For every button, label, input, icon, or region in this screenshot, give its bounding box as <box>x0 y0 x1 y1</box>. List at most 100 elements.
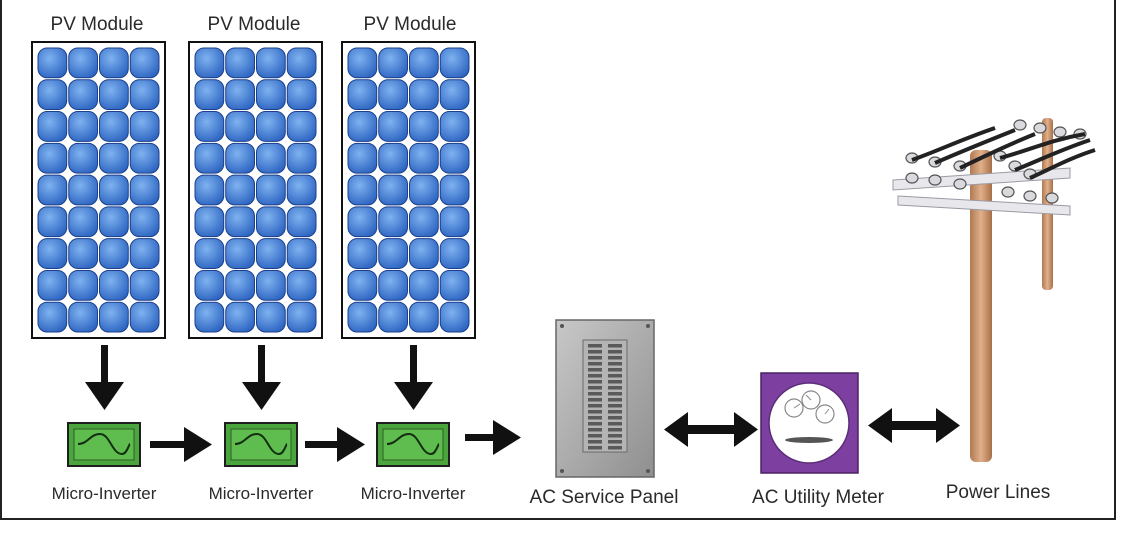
solar-cell <box>347 47 378 79</box>
breaker-slot <box>588 398 602 402</box>
solar-cell <box>194 301 225 333</box>
solar-cell <box>378 269 408 301</box>
insulator <box>1033 122 1047 134</box>
breaker-slot <box>608 440 622 444</box>
solar-cell <box>37 206 68 238</box>
solar-cell <box>347 238 378 269</box>
insulator <box>1053 126 1067 138</box>
breaker-slots <box>588 344 622 450</box>
breaker-slot <box>608 350 622 354</box>
breaker-slot <box>588 350 602 354</box>
right-arrow-3 <box>465 420 521 455</box>
solar-cell <box>286 301 317 333</box>
solar-cell <box>256 206 286 238</box>
solar-cell <box>256 142 286 174</box>
solar-cell <box>68 111 98 142</box>
solar-cell <box>439 301 470 333</box>
breaker-slot <box>588 374 602 378</box>
double-arrow-panel-meter <box>664 412 758 447</box>
breaker-slot <box>608 434 622 438</box>
insulator <box>1001 186 1015 198</box>
breaker-slot <box>588 446 602 450</box>
solar-cell <box>286 269 317 301</box>
insulator <box>905 172 919 184</box>
breaker-slot <box>588 380 602 384</box>
solar-cell <box>194 111 225 142</box>
solar-cell <box>99 206 129 238</box>
solar-cell <box>256 79 286 111</box>
solar-cell <box>68 142 98 174</box>
down-arrow-1 <box>85 345 124 410</box>
solar-cell <box>378 174 408 206</box>
solar-cell <box>129 238 160 269</box>
solar-cell <box>378 79 408 111</box>
breaker-slot <box>608 410 622 414</box>
breaker-slot <box>608 368 622 372</box>
pv-module-group <box>31 41 476 339</box>
solar-cell <box>256 238 286 269</box>
solar-cell <box>225 174 255 206</box>
solar-cell <box>378 206 408 238</box>
solar-cell <box>256 47 286 79</box>
solar-cell <box>68 301 98 333</box>
solar-cell <box>99 269 129 301</box>
breaker-slot <box>608 404 622 408</box>
solar-cell <box>129 301 160 333</box>
right-arrows <box>150 420 521 462</box>
solar-cell <box>225 206 255 238</box>
solar-cell <box>194 269 225 301</box>
solar-cell <box>286 79 317 111</box>
solar-cell <box>129 142 160 174</box>
solar-cell <box>286 142 317 174</box>
ac-utility-meter-label: AC Utility Meter <box>752 487 885 508</box>
solar-cell <box>286 111 317 142</box>
solar-cell <box>347 174 378 206</box>
solar-cell <box>129 79 160 111</box>
solar-cell <box>99 142 129 174</box>
micro-inverter-label-3: Micro-Inverter <box>361 484 466 503</box>
breaker-slot <box>588 386 602 390</box>
solar-cell <box>409 79 439 111</box>
solar-cell <box>37 269 68 301</box>
pv-module-label-2: PV Module <box>208 14 301 35</box>
breaker-slot <box>588 368 602 372</box>
breaker-slot <box>588 434 602 438</box>
solar-cell <box>439 269 470 301</box>
solar-cell <box>439 206 470 238</box>
breaker-slot <box>608 446 622 450</box>
solar-cell <box>409 111 439 142</box>
insulator <box>928 174 942 186</box>
breaker-slot <box>588 422 602 426</box>
solar-cell <box>439 238 470 269</box>
ac-utility-meter <box>760 372 859 474</box>
micro-inverter-3 <box>376 422 450 467</box>
solar-cell <box>378 142 408 174</box>
micro-inverter-label-2: Micro-Inverter <box>209 484 314 503</box>
solar-cell <box>68 206 98 238</box>
solar-cell <box>99 111 129 142</box>
breaker-slot <box>608 344 622 348</box>
micro-inverter-label-1: Micro-Inverter <box>52 484 157 503</box>
breaker-slot <box>608 398 622 402</box>
meter-dial-icon <box>801 390 821 410</box>
solar-cell <box>409 301 439 333</box>
solar-cell <box>256 301 286 333</box>
solar-cell <box>37 111 68 142</box>
solar-cell <box>68 269 98 301</box>
pv-module-label-3: PV Module <box>364 14 457 35</box>
diagram-frame <box>0 0 1116 520</box>
solar-cell <box>409 206 439 238</box>
breaker-slot <box>608 380 622 384</box>
solar-cell <box>99 301 129 333</box>
solar-cell <box>129 111 160 142</box>
solar-cell <box>99 174 129 206</box>
solar-cell <box>286 174 317 206</box>
solar-cell <box>225 301 255 333</box>
solar-cell <box>409 174 439 206</box>
solar-cell <box>99 47 129 79</box>
breaker-slot <box>608 392 622 396</box>
solar-cell <box>439 174 470 206</box>
sine-wave-icon <box>77 432 131 456</box>
solar-cell <box>225 142 255 174</box>
insulator <box>1023 190 1037 202</box>
